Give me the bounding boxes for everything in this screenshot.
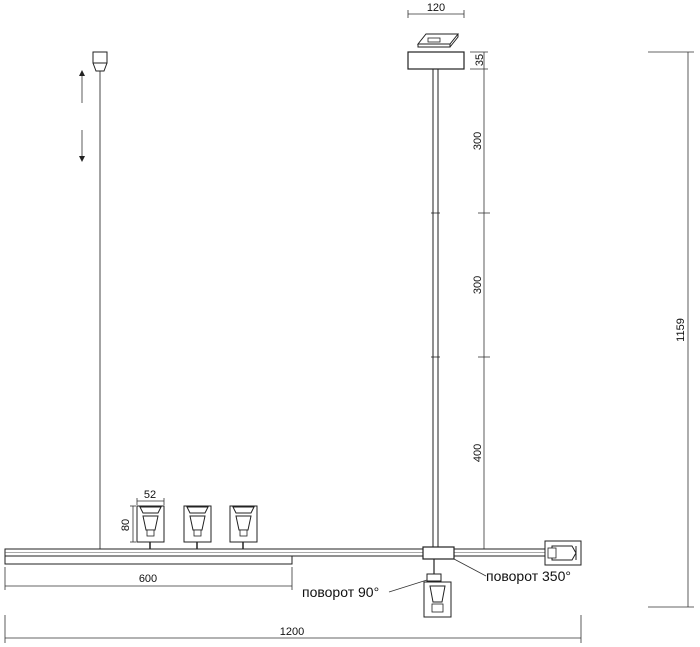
cable-adjust-arrows-icon <box>79 70 85 162</box>
spotlight-2 <box>183 505 212 549</box>
canopy-height-dimension: 35 <box>470 51 488 70</box>
spot-height-dimension: 80 <box>120 505 136 543</box>
end-spotlight <box>544 540 582 566</box>
spot-height-label: 80 <box>120 519 132 531</box>
rotation-350-label: поворот 350° <box>486 568 571 584</box>
junction-box <box>422 546 455 560</box>
total-length-label: 1200 <box>280 626 304 638</box>
canopy-height-label: 35 <box>474 54 486 66</box>
total-height-label: 1159 <box>675 318 687 342</box>
short-bar-length-dimension: 600 <box>4 567 293 590</box>
horizontal-bar <box>4 548 582 565</box>
rotation-90-callout: поворот 90° <box>302 579 428 600</box>
suspension-rod <box>431 69 440 549</box>
spot-width-dimension: 52 <box>136 489 165 505</box>
short-bar-length-label: 600 <box>139 573 157 585</box>
rod-segments-dimension: 300 300 400 <box>466 52 490 550</box>
rod-segment-2-label: 300 <box>472 276 484 294</box>
left-cable-suspension <box>92 51 108 549</box>
spotlight-3 <box>229 505 258 549</box>
canopy-plate-icon <box>416 33 460 48</box>
canopy <box>407 51 465 70</box>
total-length-dimension: 1200 <box>4 615 582 643</box>
canopy-width-dimension: 120 <box>407 2 465 18</box>
spot-width-label: 52 <box>144 489 156 501</box>
rotation-90-label: поворот 90° <box>302 584 379 600</box>
total-height-dimension: 1159 <box>648 51 694 608</box>
rotating-spotlight-down <box>423 559 452 618</box>
spotlight-1 <box>136 505 165 549</box>
rotation-350-callout: поворот 350° <box>453 558 571 584</box>
canopy-width-label: 120 <box>427 2 445 14</box>
rod-segment-1-label: 300 <box>472 132 484 150</box>
rod-segment-3-label: 400 <box>472 444 484 462</box>
